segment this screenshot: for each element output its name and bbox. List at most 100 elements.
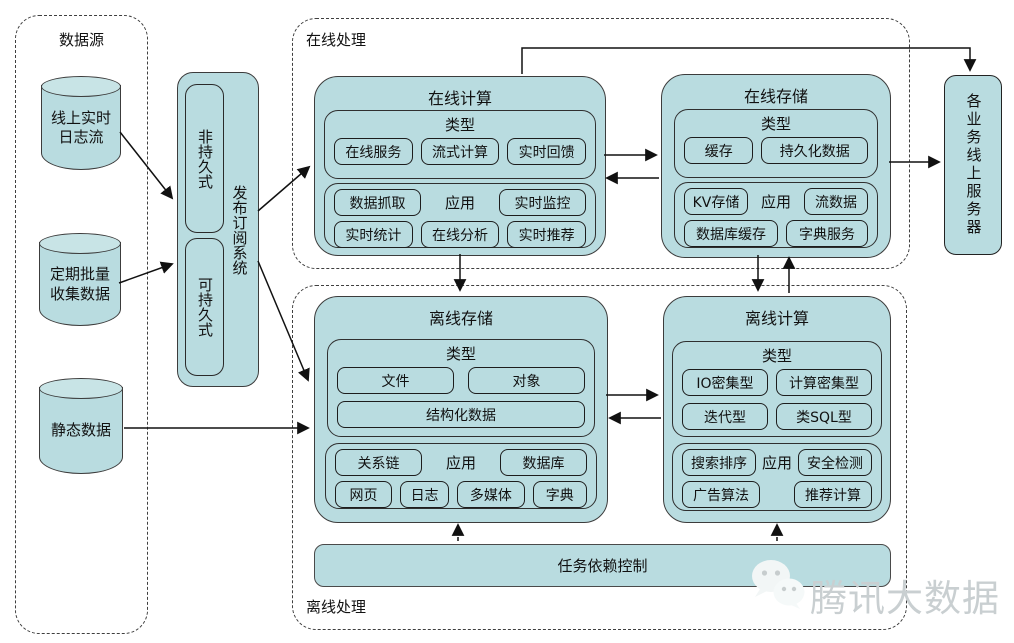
chip-realtime-recommend: 实时推荐 xyxy=(507,221,587,248)
chip-cache: 缓存 xyxy=(684,137,754,164)
app-chip-row: 广告算法 推荐计算 xyxy=(673,481,881,508)
type-group-title: 类型 xyxy=(760,115,791,133)
app-group-title: 应用 xyxy=(761,193,792,211)
chip-persistent-data: 持久化数据 xyxy=(761,137,868,164)
app-chip-row: 数据抓取 应用 实时监控 xyxy=(325,189,595,216)
pubsub-system-label: 发布订阅系统 xyxy=(230,184,249,275)
offline-compute-node: 离线计算 类型 IO密集型 计算密集型 迭代型 类SQL型 搜索排序 应用 安全… xyxy=(663,296,891,523)
chip-object: 对象 xyxy=(468,367,585,394)
chip-iterative: 迭代型 xyxy=(682,403,768,430)
offline-storage-app-group: 关系链 应用 数据库 网页 日志 多媒体 字典 xyxy=(325,443,597,509)
chip-webpage: 网页 xyxy=(335,481,392,508)
offline-compute-title: 离线计算 xyxy=(744,309,809,328)
type-group-title: 类型 xyxy=(445,345,476,363)
watermark: 腾讯大数据 xyxy=(750,558,1000,622)
offline-compute-type-group: 类型 IO密集型 计算密集型 迭代型 类SQL型 xyxy=(672,341,882,437)
pubsub-mode-persistent: 可持久式 xyxy=(185,238,224,376)
chip-online-analysis: 在线分析 xyxy=(420,221,500,248)
task-dependency-control-label: 任务依赖控制 xyxy=(557,557,648,575)
chip-realtime-monitor: 实时监控 xyxy=(499,189,586,216)
offline-storage-node: 离线存储 类型 文件 对象 结构化数据 关系链 应用 数据库 网页 xyxy=(314,296,608,523)
datasource-group: 数据源 线上实时 日志流 定期批量 收集数据 静态数据 xyxy=(15,15,148,634)
chip-multimedia: 多媒体 xyxy=(457,481,525,508)
type-chip-row: 结构化数据 xyxy=(328,401,594,428)
online-processing-group: 在线处理 在线计算 类型 在线服务 流式计算 实时回馈 数据抓取 应用 实时监控 xyxy=(292,18,910,269)
type-chip-row: 迭代型 类SQL型 xyxy=(673,403,881,430)
online-compute-node: 在线计算 类型 在线服务 流式计算 实时回馈 数据抓取 应用 实时监控 实时统计… xyxy=(314,76,606,256)
cylinder-online-log-stream: 线上实时 日志流 xyxy=(41,76,121,170)
online-processing-label: 在线处理 xyxy=(306,31,367,49)
cylinder-batch-collect: 定期批量 收集数据 xyxy=(39,233,121,326)
type-group-title: 类型 xyxy=(761,347,792,365)
chip-ad-algorithm: 广告算法 xyxy=(682,481,760,508)
pubsub-mode-nonpersistent: 非持久式 xyxy=(185,84,224,233)
online-storage-type-group: 类型 缓存 持久化数据 xyxy=(674,109,878,178)
app-chip-row: 实时统计 在线分析 实时推荐 xyxy=(325,221,595,248)
chip-structured-data: 结构化数据 xyxy=(337,401,585,428)
app-group-title: 应用 xyxy=(762,454,793,472)
app-chip-row: 数据库缓存 字典服务 xyxy=(675,220,877,247)
pubsub-mode-label: 非持久式 xyxy=(196,128,214,189)
type-chip-row: 在线服务 流式计算 实时回馈 xyxy=(325,138,595,165)
chip-io-intensive: IO密集型 xyxy=(682,369,768,396)
online-storage-node: 在线存储 类型 缓存 持久化数据 KV存储 应用 流数据 数据库缓存 字典服务 xyxy=(661,74,891,258)
offline-storage-type-group: 类型 文件 对象 结构化数据 xyxy=(327,339,595,437)
cylinder-body xyxy=(39,387,123,474)
chip-stream-data: 流数据 xyxy=(804,188,869,215)
datasource-label: 数据源 xyxy=(58,31,104,49)
offline-storage-title: 离线存储 xyxy=(428,309,493,328)
type-chip-row: 文件 对象 xyxy=(328,367,594,394)
chip-compute-intensive: 计算密集型 xyxy=(775,369,872,396)
chip-dict-service: 字典服务 xyxy=(786,220,868,247)
pubsub-system-node: 非持久式 可持久式 发布订阅系统 xyxy=(177,72,259,387)
app-chip-row: 网页 日志 多媒体 字典 xyxy=(326,481,596,508)
app-chip-row: 搜索排序 应用 安全检测 xyxy=(673,449,881,476)
watermark-text: 腾讯大数据 xyxy=(810,577,1000,620)
offline-processing-group: 离线处理 离线存储 类型 文件 对象 结构化数据 关系链 应用 数据库 xyxy=(292,285,907,630)
chip-db-cache: 数据库缓存 xyxy=(684,220,778,247)
online-compute-app-group: 数据抓取 应用 实时监控 实时统计 在线分析 实时推荐 xyxy=(324,183,596,248)
cylinder-body xyxy=(41,85,121,170)
task-dependency-control-bar: 任务依赖控制 xyxy=(314,544,891,587)
cylinder-label: 线上实时 日志流 xyxy=(50,108,111,147)
chip-online-service: 在线服务 xyxy=(334,138,413,165)
cylinder-static-data: 静态数据 xyxy=(39,378,123,474)
chip-database: 数据库 xyxy=(500,449,587,476)
chip-dictionary: 字典 xyxy=(532,481,587,508)
online-storage-app-group: KV存储 应用 流数据 数据库缓存 字典服务 xyxy=(674,182,878,248)
chip-relation-chain: 关系链 xyxy=(335,449,422,476)
type-group-title: 类型 xyxy=(444,116,475,134)
business-servers-label: 各业务线上服务器 xyxy=(964,93,983,237)
app-chip-row: KV存储 应用 流数据 xyxy=(675,188,877,215)
chip-security-detect: 安全检测 xyxy=(798,449,873,476)
cylinder-top xyxy=(39,378,123,399)
app-chip-row: 关系链 应用 数据库 xyxy=(326,449,596,476)
app-group-title: 应用 xyxy=(445,454,476,472)
chip-realtime-feedback: 实时回馈 xyxy=(507,138,587,165)
offline-compute-app-group: 搜索排序 应用 安全检测 广告算法 推荐计算 xyxy=(672,443,882,511)
business-servers-node: 各业务线上服务器 xyxy=(944,75,1002,255)
type-chip-row: IO密集型 计算密集型 xyxy=(673,369,881,396)
chip-log: 日志 xyxy=(400,481,450,508)
chip-sql-like: 类SQL型 xyxy=(775,403,872,430)
pubsub-system-label-wrap: 发布订阅系统 xyxy=(226,73,252,386)
online-compute-title: 在线计算 xyxy=(427,89,492,108)
cylinder-label: 静态数据 xyxy=(50,421,111,440)
chip-recommend-compute: 推荐计算 xyxy=(794,481,872,508)
cylinder-body xyxy=(39,242,121,326)
chip-file: 文件 xyxy=(337,367,454,394)
offline-processing-label: 离线处理 xyxy=(306,598,367,616)
wechat-icon xyxy=(752,560,805,609)
chip-data-capture: 数据抓取 xyxy=(334,189,421,216)
cylinder-top xyxy=(39,233,121,254)
chip-realtime-stats: 实时统计 xyxy=(334,221,413,248)
chip-search-ranking: 搜索排序 xyxy=(682,449,756,476)
online-storage-title: 在线存储 xyxy=(743,87,808,106)
pubsub-mode-label: 可持久式 xyxy=(196,277,214,337)
type-chip-row: 缓存 持久化数据 xyxy=(675,137,877,164)
cylinder-top xyxy=(41,76,121,97)
online-compute-type-group: 类型 在线服务 流式计算 实时回馈 xyxy=(324,110,596,179)
cylinder-label: 定期批量 收集数据 xyxy=(49,265,110,303)
app-group-title: 应用 xyxy=(444,194,475,212)
